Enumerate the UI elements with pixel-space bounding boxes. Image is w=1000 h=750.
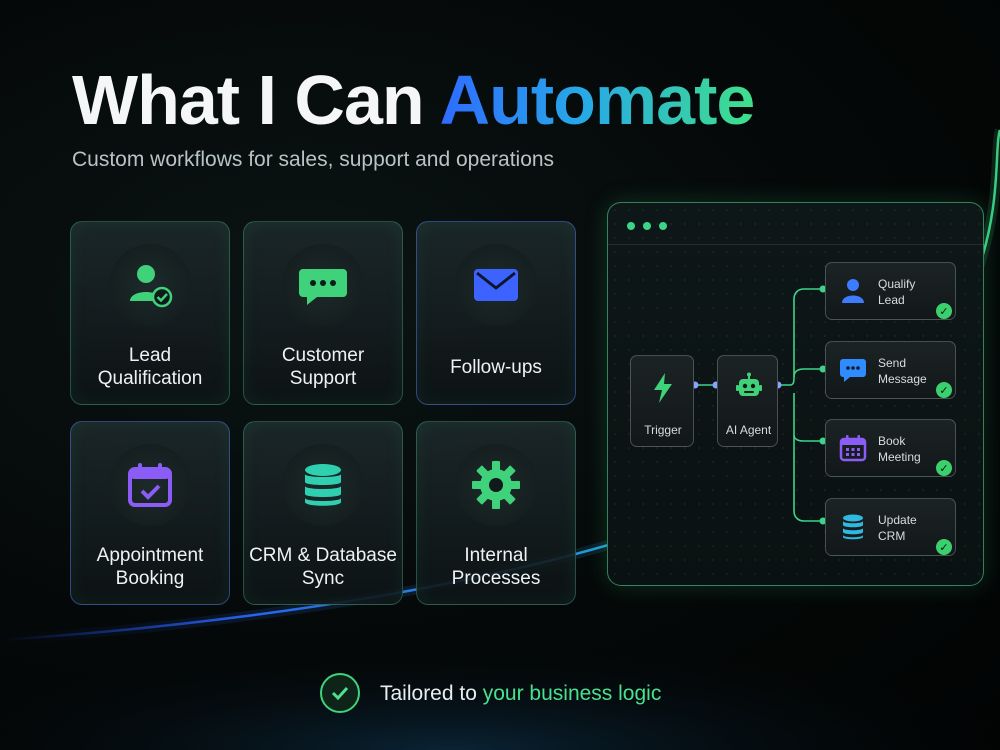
node-trigger[interactable]: Trigger (630, 355, 694, 447)
node-label: Book Meeting (878, 433, 921, 465)
card-label: Follow-ups (450, 357, 542, 378)
window-dot (659, 222, 667, 230)
page-title: What I Can Automate (72, 58, 756, 142)
window-dot (643, 222, 651, 230)
title-plain: What I Can (72, 61, 440, 139)
card-customer-support[interactable]: Customer Support (243, 221, 403, 405)
card-label: Customer Support (281, 345, 365, 389)
envelope-icon (455, 244, 537, 326)
calendar-check-icon (109, 444, 191, 526)
node-label-line: Send (878, 356, 907, 370)
node-label: AI Agent (725, 423, 772, 437)
user-check-icon (109, 244, 191, 326)
workflow-panel: Trigger AI Agent Qualify Lead ✓ (607, 202, 984, 586)
node-label: Qualify Lead (878, 276, 915, 308)
node-send-message[interactable]: Send Message ✓ (825, 341, 956, 399)
check-icon: ✓ (936, 382, 952, 398)
node-update-crm[interactable]: Update CRM ✓ (825, 498, 956, 556)
node-ai-agent[interactable]: AI Agent (717, 355, 778, 447)
chat-bubble-icon (282, 244, 364, 326)
node-label-line: Meeting (878, 450, 921, 464)
node-qualify-lead[interactable]: Qualify Lead ✓ (825, 262, 956, 320)
node-label-line: Message (878, 372, 927, 386)
card-appointment-booking[interactable]: Appointment Booking (70, 421, 230, 605)
node-label-line: Update (878, 513, 917, 527)
check-icon: ✓ (936, 303, 952, 319)
node-label: Update CRM (878, 512, 917, 544)
card-label: Appointment Booking (96, 545, 204, 589)
title-accent: Automate (439, 61, 756, 139)
card-internal-processes[interactable]: Internal Processes (416, 421, 576, 605)
chat-bubble-icon (840, 359, 866, 382)
panel-titlebar (608, 203, 983, 245)
node-label: Trigger (644, 423, 682, 437)
card-follow-ups[interactable]: Follow-ups (416, 221, 576, 405)
window-dot (627, 222, 635, 230)
card-label: CRM & Database Sync (249, 545, 397, 589)
database-icon (843, 514, 863, 540)
check-icon: ✓ (936, 460, 952, 476)
card-crm-database-sync[interactable]: CRM & Database Sync (243, 421, 403, 605)
database-icon (282, 444, 364, 526)
check-circle-icon (320, 673, 360, 713)
check-icon: ✓ (936, 539, 952, 555)
user-icon (842, 279, 864, 303)
footer-tagline: Tailored to your business logic (380, 682, 661, 706)
node-label-line: Lead (878, 293, 905, 307)
node-label-line: Qualify (878, 277, 916, 291)
calendar-icon (839, 435, 867, 462)
footer-prefix: Tailored to (380, 682, 483, 705)
node-book-meeting[interactable]: Book Meeting ✓ (825, 419, 956, 477)
card-label: Lead Qualification (97, 345, 203, 389)
node-label: Send Message (878, 355, 927, 387)
gear-icon (455, 444, 537, 526)
lightning-icon (654, 373, 672, 403)
robot-icon (736, 372, 762, 396)
card-label: Internal Processes (451, 545, 541, 589)
node-label-line: Book (878, 434, 906, 448)
footer-highlight: your business logic (482, 682, 662, 705)
node-label-line: CRM (878, 529, 906, 543)
card-lead-qualification[interactable]: Lead Qualification (70, 221, 230, 405)
page-subtitle: Custom workflows for sales, support and … (72, 148, 555, 171)
